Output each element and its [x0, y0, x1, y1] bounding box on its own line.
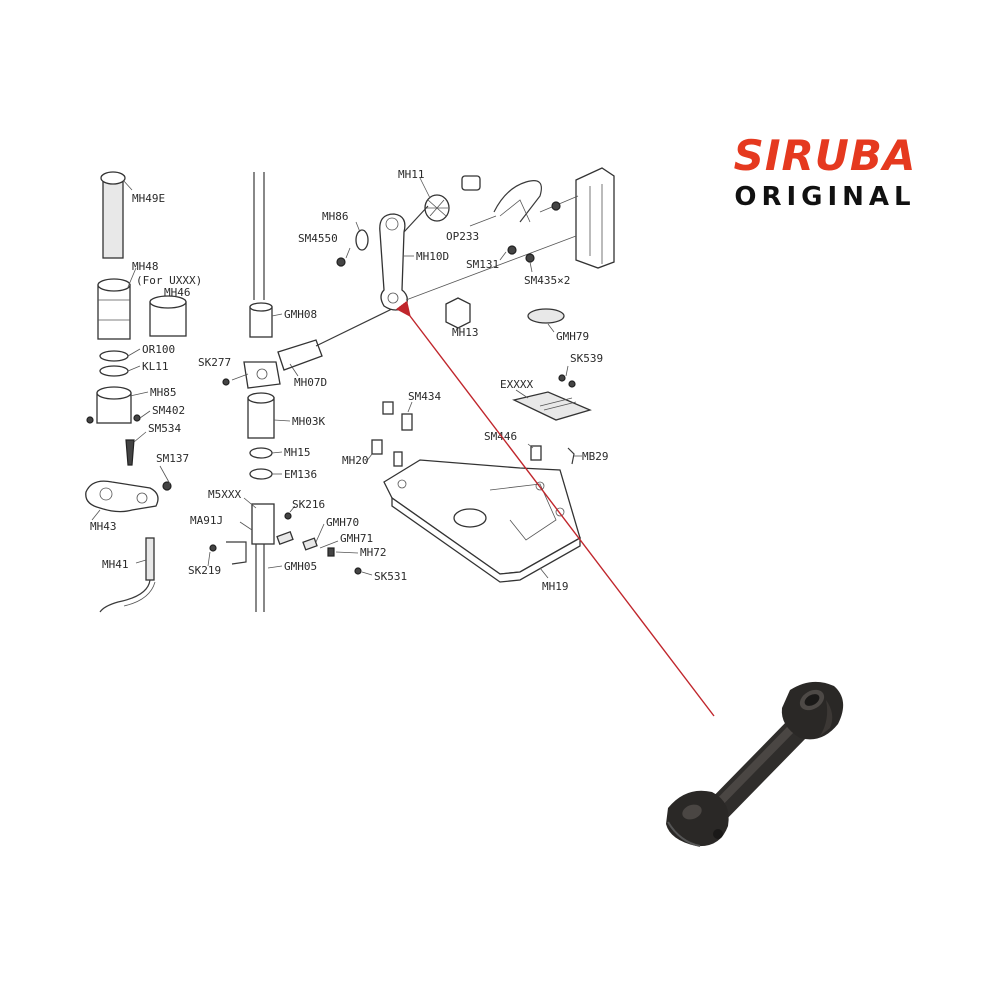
- label-sm4550: SM4550: [298, 232, 338, 245]
- brand-name: SIRUBA: [733, 131, 917, 180]
- label-mh48: MH48: [132, 260, 159, 273]
- label-sk531: SK531: [374, 570, 407, 583]
- label-for-uxxx: (For UXXX): [136, 274, 202, 287]
- label-mh20: MH20: [342, 454, 369, 467]
- ring-mh15: [249, 447, 273, 459]
- label-or100: OR100: [142, 343, 175, 356]
- ring-em136: [249, 468, 273, 480]
- label-sm446: SM446: [484, 430, 517, 443]
- part-labels: MH49E MH48 (For UXXX) MH46 OR100 KL11 MH…: [90, 168, 609, 593]
- label-ma91j: MA91J: [190, 514, 223, 527]
- label-exxxx: EXXXX: [500, 378, 533, 391]
- label-sk216: SK216: [292, 498, 325, 511]
- label-mh03k: MH03K: [292, 415, 325, 428]
- ring-or100: [99, 350, 129, 362]
- brand-logo: SIRUBA ORIGINAL: [700, 134, 950, 214]
- brand-subtitle: ORIGINAL: [734, 182, 916, 212]
- label-gmh08: GMH08: [284, 308, 317, 321]
- label-sm435x2: SM435×2: [524, 274, 570, 287]
- ring-kl11: [99, 365, 129, 377]
- label-gmh05: GMH05: [284, 560, 317, 573]
- upper-right-assembly: [336, 167, 615, 333]
- label-sm137: SM137: [156, 452, 189, 465]
- label-m5xxx: M5XXX: [208, 488, 241, 501]
- pin-mh20: [371, 439, 383, 455]
- label-mh85: MH85: [150, 386, 177, 399]
- label-sk219: SK219: [188, 564, 221, 577]
- label-mh10d: MH10D: [416, 250, 449, 263]
- clamp-m5xxx: [251, 503, 275, 545]
- label-mh11: MH11: [398, 168, 425, 181]
- label-mh07d: MH07D: [294, 376, 327, 389]
- label-mh41: MH41: [102, 558, 129, 571]
- label-sm402: SM402: [152, 404, 185, 417]
- label-sk277: SK277: [198, 356, 231, 369]
- label-mh43: MH43: [90, 520, 117, 533]
- screw-sm534: [125, 439, 135, 466]
- arm-mh43: [85, 480, 159, 513]
- label-mh72: MH72: [360, 546, 387, 559]
- label-mh19: MH19: [542, 580, 569, 593]
- label-sm434: SM434: [408, 390, 441, 403]
- label-kl11: KL11: [142, 360, 169, 373]
- crank-mh07d: [243, 361, 281, 389]
- label-mh86: MH86: [322, 210, 349, 223]
- plate-exxxx: [512, 391, 592, 421]
- lower-right-assembly: [365, 365, 592, 583]
- label-mb29: MB29: [582, 450, 609, 463]
- rod-mh10d: [379, 213, 408, 311]
- label-gmh79: GMH79: [556, 330, 589, 343]
- washer-mh86: [355, 229, 369, 251]
- bracket-right: [575, 167, 615, 269]
- spring-op233: [493, 180, 542, 223]
- label-mh49e: MH49E: [132, 192, 165, 205]
- label-em136: EM136: [284, 468, 317, 481]
- left-assembly: [85, 171, 187, 613]
- pad-gmh79: [527, 308, 565, 324]
- part-mh03k: [247, 397, 275, 439]
- label-op233: OP233: [446, 230, 479, 243]
- label-gmh70: GMH70: [326, 516, 359, 529]
- callout-arrow: [395, 300, 715, 717]
- center-assembly: [207, 172, 399, 612]
- shaft-mh49e: [102, 177, 124, 259]
- label-sm534: SM534: [148, 422, 181, 435]
- part-photo: [666, 681, 844, 847]
- rod-mh41: [145, 537, 155, 581]
- label-mh15: MH15: [284, 446, 311, 459]
- label-sk539: SK539: [570, 352, 603, 365]
- screw-sm446: [530, 445, 542, 461]
- label-sm131: SM131: [466, 258, 499, 271]
- label-mh13: MH13: [452, 326, 479, 339]
- label-gmh71: GMH71: [340, 532, 373, 545]
- label-mh46: MH46: [164, 286, 191, 299]
- block-mh13: [445, 297, 471, 329]
- collar-mh48: [97, 284, 131, 340]
